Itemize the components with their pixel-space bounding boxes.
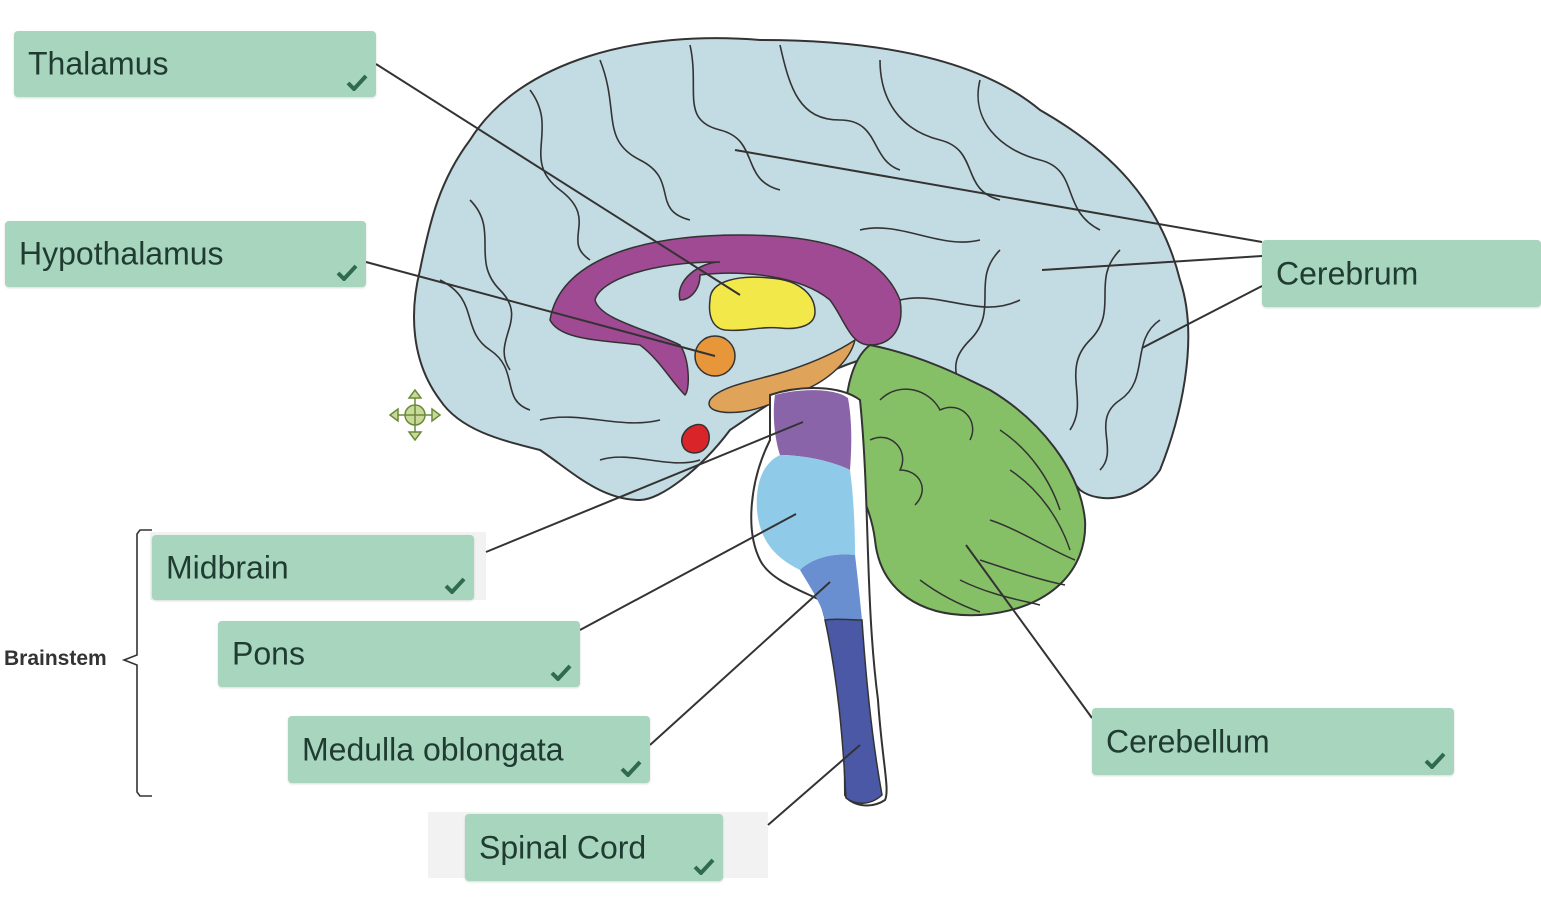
- leader-line-cerebrum-2: [1041, 255, 1263, 271]
- label-spinal-cord-text: Spinal Cord: [479, 829, 647, 865]
- cerebellum-folia: [869, 388, 1076, 613]
- check-icon: [346, 74, 368, 91]
- label-medulla-text: Medulla oblongata: [302, 731, 564, 767]
- check-icon: [620, 760, 642, 777]
- label-midbrain-text: Midbrain: [166, 549, 289, 585]
- check-icon: [444, 577, 466, 594]
- label-cerebellum-text: Cerebellum: [1106, 723, 1270, 759]
- check-icon: [336, 264, 358, 281]
- leader-line-cerebrum-1: [734, 149, 1263, 243]
- label-midbrain[interactable]: Midbrain: [152, 535, 474, 600]
- leader-line-midbrain: [485, 421, 804, 553]
- pituitary-shape: [681, 423, 710, 454]
- cerebrum-gyri: [439, 44, 1161, 471]
- brainstem-label: Brainstem: [4, 647, 107, 670]
- check-icon: [1424, 752, 1446, 769]
- leader-line-cerebrum-3: [1141, 285, 1263, 349]
- medulla-shape: [800, 554, 862, 620]
- midbrain-shape: [773, 390, 852, 470]
- corpus-callosum-shape: [549, 234, 902, 397]
- label-thalamus-text: Thalamus: [28, 45, 169, 82]
- leader-line-thalamus: [375, 63, 741, 296]
- midbrain-connector-shape: [708, 338, 857, 414]
- label-spinal-cord[interactable]: Spinal Cord: [465, 814, 723, 881]
- label-hypothalamus[interactable]: Hypothalamus: [5, 221, 366, 287]
- move-handle-icon[interactable]: [388, 388, 442, 442]
- leader-line-medulla: [649, 581, 831, 746]
- brainstem-bracket: [121, 529, 152, 797]
- thalamus-shape: [708, 276, 816, 332]
- label-medulla-oblongata[interactable]: Medulla oblongata: [288, 716, 650, 783]
- label-hypothalamus-text: Hypothalamus: [19, 235, 224, 272]
- check-icon: [550, 664, 572, 681]
- leader-line-cerebellum: [965, 544, 1093, 719]
- leader-line-spinal-cord: [767, 744, 861, 826]
- leader-lines: [365, 63, 1263, 826]
- check-icon: [693, 858, 715, 875]
- leader-line-hypothalamus: [365, 261, 716, 357]
- label-pons-text: Pons: [232, 635, 305, 672]
- label-cerebellum[interactable]: Cerebellum: [1092, 708, 1454, 775]
- pons-shape: [756, 455, 855, 570]
- label-pons[interactable]: Pons: [218, 621, 580, 687]
- label-thalamus[interactable]: Thalamus: [14, 31, 376, 97]
- label-cerebrum[interactable]: Cerebrum: [1262, 240, 1541, 307]
- leader-line-pons: [579, 513, 797, 631]
- label-cerebrum-text: Cerebrum: [1276, 255, 1419, 291]
- spinal-cord-shape: [824, 618, 883, 804]
